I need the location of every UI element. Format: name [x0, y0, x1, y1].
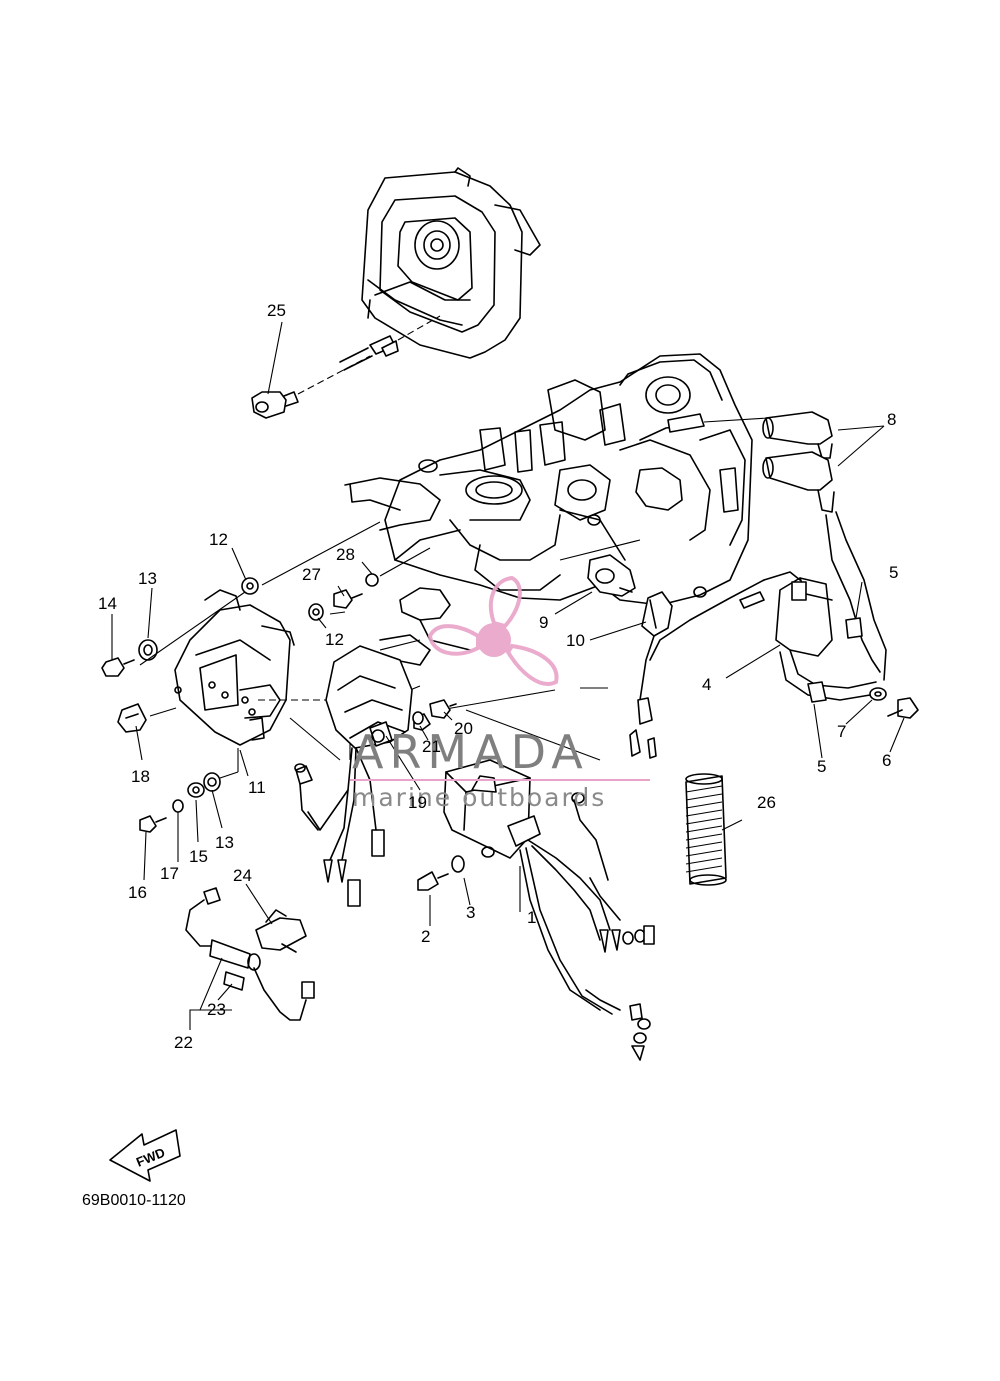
temperature-sensor: [251, 315, 441, 419]
callout-10: 10: [566, 631, 585, 650]
callout-25: 25: [267, 301, 286, 320]
protective-sleeve: [685, 773, 727, 886]
mounting-bracket: [174, 589, 295, 746]
callout-7: 7: [837, 722, 846, 741]
callout-numbers: 1 2 3 4 5 5 6 7 8 9 10 11 12 12 13 13 14…: [98, 301, 898, 1052]
wire-clip: [117, 703, 147, 733]
callout-19: 19: [408, 793, 427, 812]
callout-12a: 12: [209, 530, 228, 549]
callout-6: 6: [882, 751, 891, 770]
callout-4: 4: [702, 675, 711, 694]
callout-16: 16: [128, 883, 147, 902]
hardware-left: [101, 573, 379, 833]
callout-22: 22: [174, 1033, 193, 1052]
leader-dashes: [139, 521, 641, 779]
neutral-switch: [185, 887, 315, 1021]
rectifier-regulator: [294, 645, 413, 907]
callout-lines: [111, 321, 905, 1030]
callout-24: 24: [233, 866, 252, 885]
callout-26: 26: [757, 793, 776, 812]
callout-15: 15: [189, 847, 208, 866]
callout-13b: 13: [215, 833, 234, 852]
callout-1: 1: [527, 908, 536, 927]
cdi-bolt: [417, 855, 465, 891]
fwd-arrow-icon: FWD: [109, 1129, 181, 1182]
callout-14: 14: [98, 594, 117, 613]
callout-5b: 5: [817, 757, 826, 776]
callout-27: 27: [302, 565, 321, 584]
watermark-brand: ARMADA: [352, 725, 589, 779]
callout-2: 2: [421, 927, 430, 946]
watermark-tagline: marine outboards: [352, 783, 606, 812]
callout-9: 9: [539, 613, 548, 632]
propeller-logo-icon: [427, 575, 559, 686]
callout-28: 28: [336, 545, 355, 564]
callout-5a: 5: [889, 563, 898, 582]
diagram-code: 69B0010-1120: [82, 1192, 186, 1209]
cylinder-head-cover: [361, 167, 541, 359]
plug-caps: [762, 411, 887, 681]
callout-23: 23: [207, 1000, 226, 1019]
callout-20: 20: [454, 719, 473, 738]
callout-11: 11: [248, 778, 266, 797]
callout-17: 17: [160, 864, 179, 883]
callout-8: 8: [887, 410, 896, 429]
callout-3: 3: [466, 903, 475, 922]
ignition-coil: [649, 571, 919, 719]
callout-13a: 13: [138, 569, 157, 588]
callout-21: 21: [422, 737, 441, 756]
callout-12b: 12: [325, 630, 344, 649]
watermark: ARMADA marine outboards: [350, 575, 650, 812]
callout-18: 18: [131, 767, 150, 786]
